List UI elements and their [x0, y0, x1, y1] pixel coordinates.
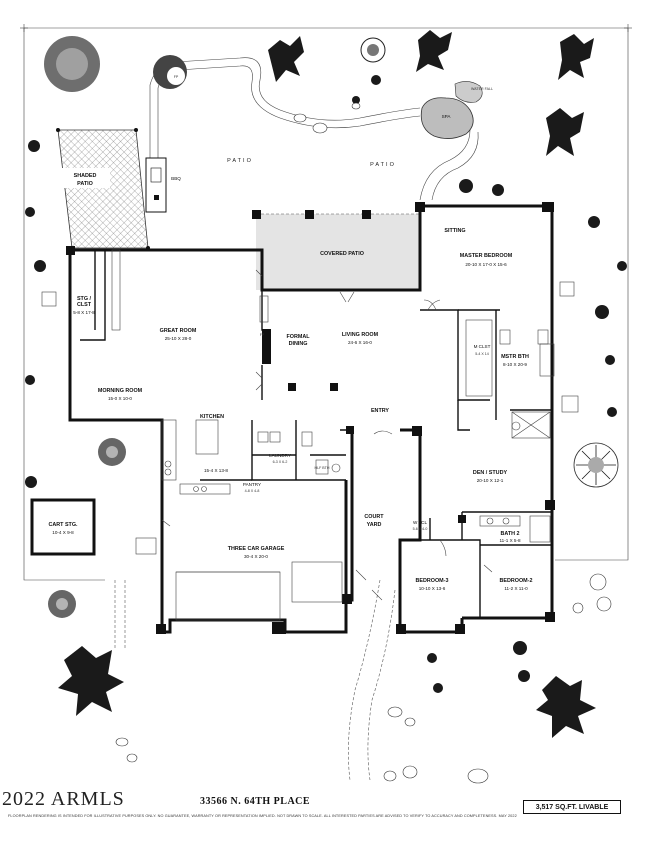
doors: [161, 269, 493, 601]
shrub-icon: [25, 75, 627, 693]
fixtures: [111, 249, 555, 543]
room-label-master-bedroom: MASTER BEDROOM: [460, 253, 513, 259]
room-label-sitting: SITTING: [444, 228, 465, 234]
room-label-covered-patio: COVERED PATIO: [320, 251, 364, 257]
tree-icon: [98, 438, 126, 466]
rock-icon: [115, 102, 612, 784]
room-label-shaded-patio-2: PATIO: [77, 181, 93, 187]
room-dims-laundry: 6-3 X 6-2: [273, 460, 288, 464]
water-fall-label: WATER FALL: [471, 87, 493, 91]
room-dims-wcl: 5-6 X 4-0: [413, 527, 428, 531]
room-label-bath-2: BATH 2: [500, 531, 519, 537]
room-label-pantry: PANTRY: [243, 482, 261, 487]
bbq: BBQ: [145, 157, 181, 213]
lot-boundary: [20, 24, 632, 581]
room-label-entry: ENTRY: [371, 408, 389, 414]
room-label-court-yard: COURT: [364, 514, 384, 520]
outdoor-fireplace-label: FP: [174, 75, 179, 79]
outdoor-fireplace: FP: [153, 55, 187, 89]
room-dims-three-car-garage: 30-4 X 20-0: [244, 554, 268, 559]
room-dims-den-study: 20-10 X 12-1: [477, 478, 504, 483]
indoor-fireplace-label: FP: [260, 333, 265, 337]
shaded-patio: SHADED PATIO: [56, 128, 150, 250]
patio-label-1: PATIO: [227, 158, 253, 164]
room-dims-bedroom-3: 10-10 X 13-6: [419, 586, 446, 591]
property-address: 33566 N. 64TH PLACE: [200, 796, 311, 807]
room-label-wcl: W / CL: [413, 520, 427, 525]
room-dims-morning-room: 15-0 X 10-0: [108, 396, 132, 401]
room-label-shaded-patio: SHADED: [74, 173, 97, 179]
tree-icon: [546, 108, 584, 156]
room-label-den-study: DEN / STUDY: [473, 470, 508, 476]
copyright-watermark: 2022 ARMLS: [2, 788, 125, 810]
room-label-kitchen: KITCHEN: [200, 414, 224, 420]
room-dims-bath-2: 11-1 X 5-8: [499, 538, 521, 543]
tree-icon: [573, 442, 619, 488]
room-dims-bedroom-2: 11-2 X 11-0: [504, 586, 528, 591]
room-dims-stg-clst: 5-8 X 17-8: [73, 310, 95, 315]
tree-icon: [416, 30, 452, 72]
tree-icon: [360, 37, 386, 63]
room-label-cart-storage: CART STG.: [48, 522, 78, 528]
room-dims-pantry: 4-8 X 4-8: [245, 489, 260, 493]
tree-icon: [44, 36, 100, 92]
room-dims-great-room: 25-10 X 28-0: [165, 336, 192, 341]
room-label-formal-dining: FORMAL: [286, 334, 310, 340]
interior-walls: [80, 250, 552, 618]
room-label-stg-clst: STG /: [77, 296, 92, 302]
room-label-mstr-bth: MSTR BTH: [501, 354, 529, 360]
room-label-hlf-bth: HLF BTH: [315, 466, 330, 470]
room-label-living-room: LIVING ROOM: [342, 332, 379, 338]
room-label-formal-dining-2: DINING: [289, 341, 308, 347]
room-label-laundry: LAUNDRY: [269, 453, 291, 458]
tree-icon: [48, 590, 76, 618]
room-dims-master-bedroom: 20-10 X 17-0 X 15-6: [465, 262, 507, 267]
room-dims-mstr-bth: 8-10 X 20-9: [503, 362, 527, 367]
covered-patio: COVERED PATIO: [252, 210, 420, 290]
tree-icon: [268, 36, 304, 82]
garage-doors: [175, 561, 343, 621]
room-labels: STG / CLST 5-8 X 17-8 GREAT ROOM 25-10 X…: [73, 228, 532, 591]
walkways: [114, 57, 479, 781]
disclaimer-text: FLOORPLAN RENDERING IS INTENDED FOR ILLU…: [8, 814, 517, 818]
tree-icon: [536, 676, 596, 738]
cart-storage: CART STG. 10-4 X 9-8: [30, 281, 579, 556]
tree-icon: [558, 34, 594, 80]
room-label-bedroom-3: BEDROOM-3: [416, 578, 449, 584]
room-label-bedroom-2: BEDROOM-2: [500, 578, 533, 584]
square-footage-badge: 3,517 SQ.FT. LIVABLE: [523, 800, 621, 814]
room-label-morning-room: MORNING ROOM: [98, 388, 143, 394]
room-label-great-room: GREAT ROOM: [160, 328, 197, 334]
spa: SPA WATER FALL: [420, 81, 493, 139]
wall-posts: [66, 202, 555, 634]
spa-label: SPA: [442, 114, 452, 119]
tree-icon: [58, 646, 124, 716]
room-dims-m-clst: 5-4 X 14: [475, 352, 489, 356]
patio-label-2: PATIO: [370, 162, 396, 168]
room-label-court-yard-2: YARD: [367, 522, 382, 528]
room-dims-kitchen: 15-4 X 13-8: [204, 468, 228, 473]
room-dims-cart-storage: 10-4 X 9-8: [52, 530, 74, 535]
room-label-three-car-garage: THREE CAR GARAGE: [228, 546, 285, 552]
room-label-stg-clst-2: CLST: [77, 302, 92, 308]
room-dims-living-room: 24-6 X 16-0: [348, 340, 372, 345]
bbq-label: BBQ: [171, 176, 181, 181]
landscape-trees: [25, 30, 627, 784]
room-label-m-clst: M CLST: [474, 344, 491, 349]
